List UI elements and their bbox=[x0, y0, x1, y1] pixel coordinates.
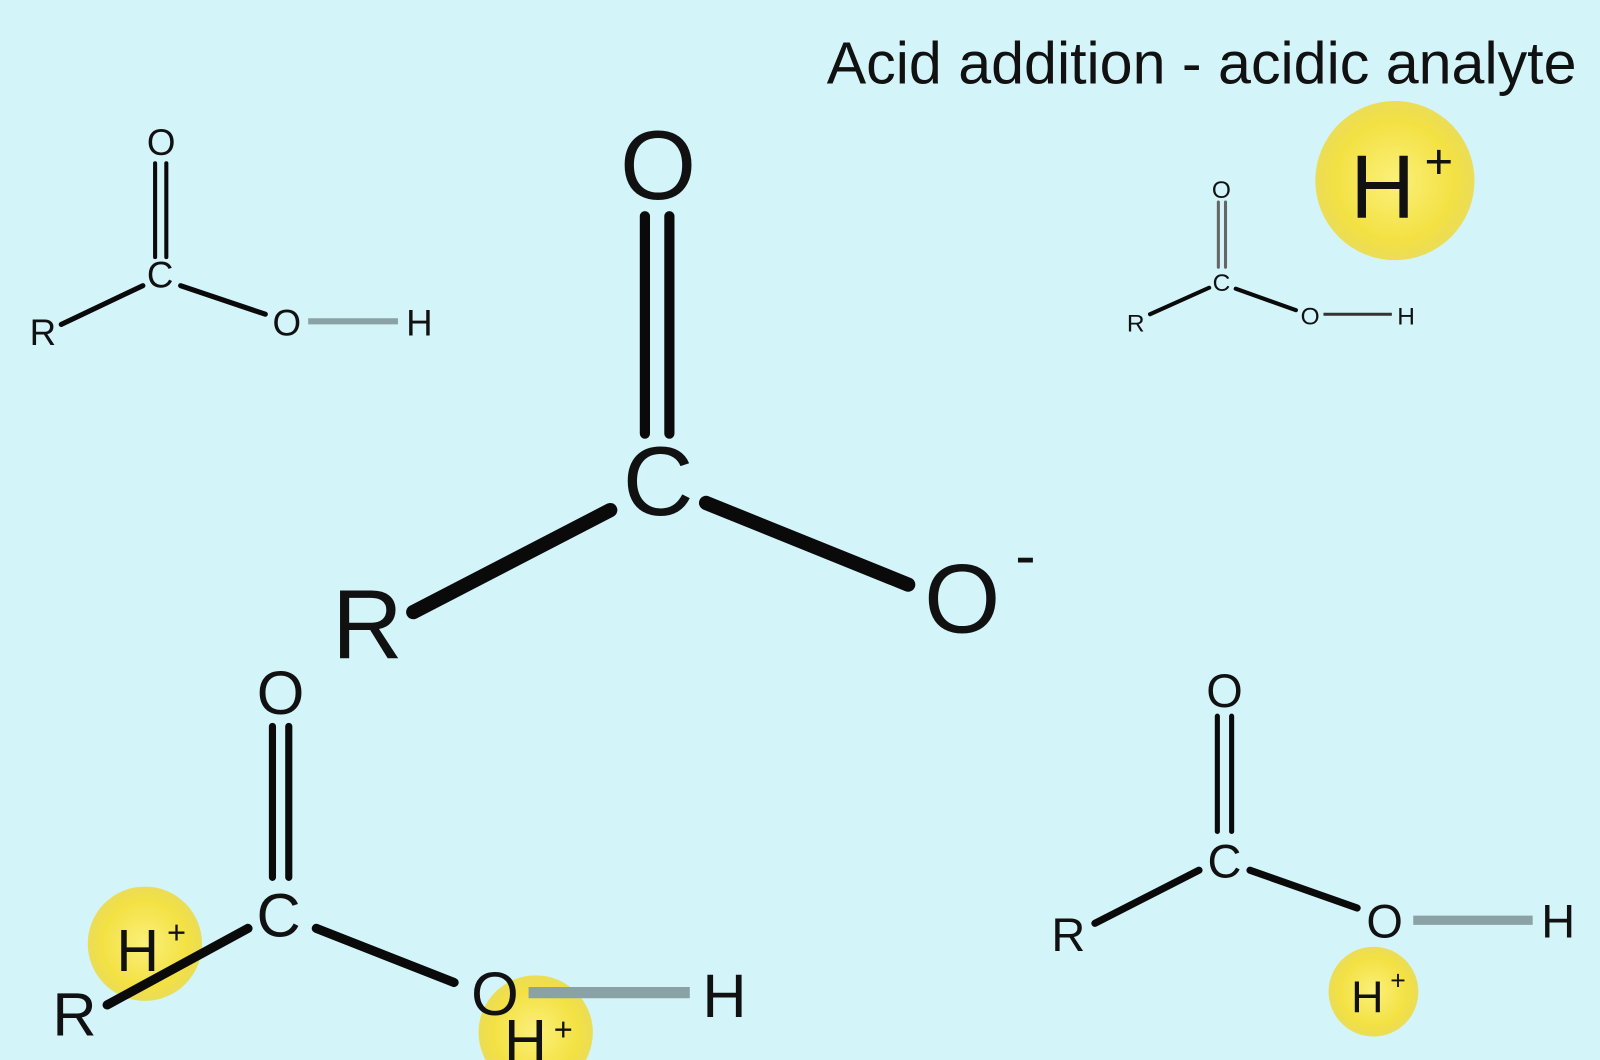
proton-h: H bbox=[1350, 137, 1415, 237]
atom-carbon: C bbox=[1208, 835, 1242, 887]
atom-hydrogen: H bbox=[406, 303, 433, 344]
proton-charge: + bbox=[1390, 966, 1406, 996]
atom-hydrogen: H bbox=[1397, 303, 1415, 330]
free-proton: H + bbox=[1315, 101, 1475, 261]
proton-h: H bbox=[1351, 971, 1383, 1022]
atom-carbon: C bbox=[256, 882, 300, 950]
atom-oxygen: O bbox=[272, 303, 301, 344]
atom-carbon: C bbox=[147, 255, 174, 296]
atom-r-group: R bbox=[1127, 311, 1145, 338]
atom-oxygen: O bbox=[924, 544, 1000, 654]
atom-carbon: C bbox=[623, 426, 694, 536]
proton-charge: + bbox=[167, 914, 186, 951]
proton-highlight bbox=[1328, 946, 1419, 1037]
molecule-bottom-left: O C R O H H + H + bbox=[52, 659, 747, 1060]
atom-r-group: R bbox=[30, 312, 57, 353]
atom-carbon: C bbox=[1213, 270, 1231, 297]
atom-hydrogen: H bbox=[1541, 896, 1575, 948]
molecule-top-right: O C R O H bbox=[1127, 177, 1415, 338]
proton-h: H bbox=[116, 917, 159, 984]
atom-oxygen: O bbox=[257, 659, 305, 727]
atom-r-group: R bbox=[332, 569, 403, 679]
atom-r-group: R bbox=[1051, 909, 1085, 961]
proton-charge: + bbox=[1424, 136, 1453, 190]
atom-oxygen: O bbox=[1212, 177, 1231, 204]
atom-oxygen: O bbox=[1206, 665, 1243, 717]
negative-charge: - bbox=[1015, 521, 1035, 589]
molecule-top-left: O C R O H bbox=[30, 122, 433, 353]
atom-oxygen: O bbox=[471, 960, 519, 1028]
atom-r-group: R bbox=[52, 981, 96, 1049]
atom-oxygen: O bbox=[620, 110, 696, 220]
proton-h: H bbox=[504, 1007, 547, 1060]
slide-title: Acid addition - acidic analyte bbox=[827, 30, 1577, 97]
atom-oxygen: O bbox=[1301, 303, 1320, 330]
molecule-bottom-right: O C R O H H + bbox=[1051, 665, 1575, 1037]
molecule-center-carboxylate: O C R O - bbox=[332, 110, 1036, 679]
atom-hydrogen: H bbox=[702, 962, 746, 1030]
atom-oxygen: O bbox=[1366, 896, 1403, 948]
proton-charge: + bbox=[554, 1011, 573, 1048]
atom-oxygen: O bbox=[147, 122, 176, 163]
